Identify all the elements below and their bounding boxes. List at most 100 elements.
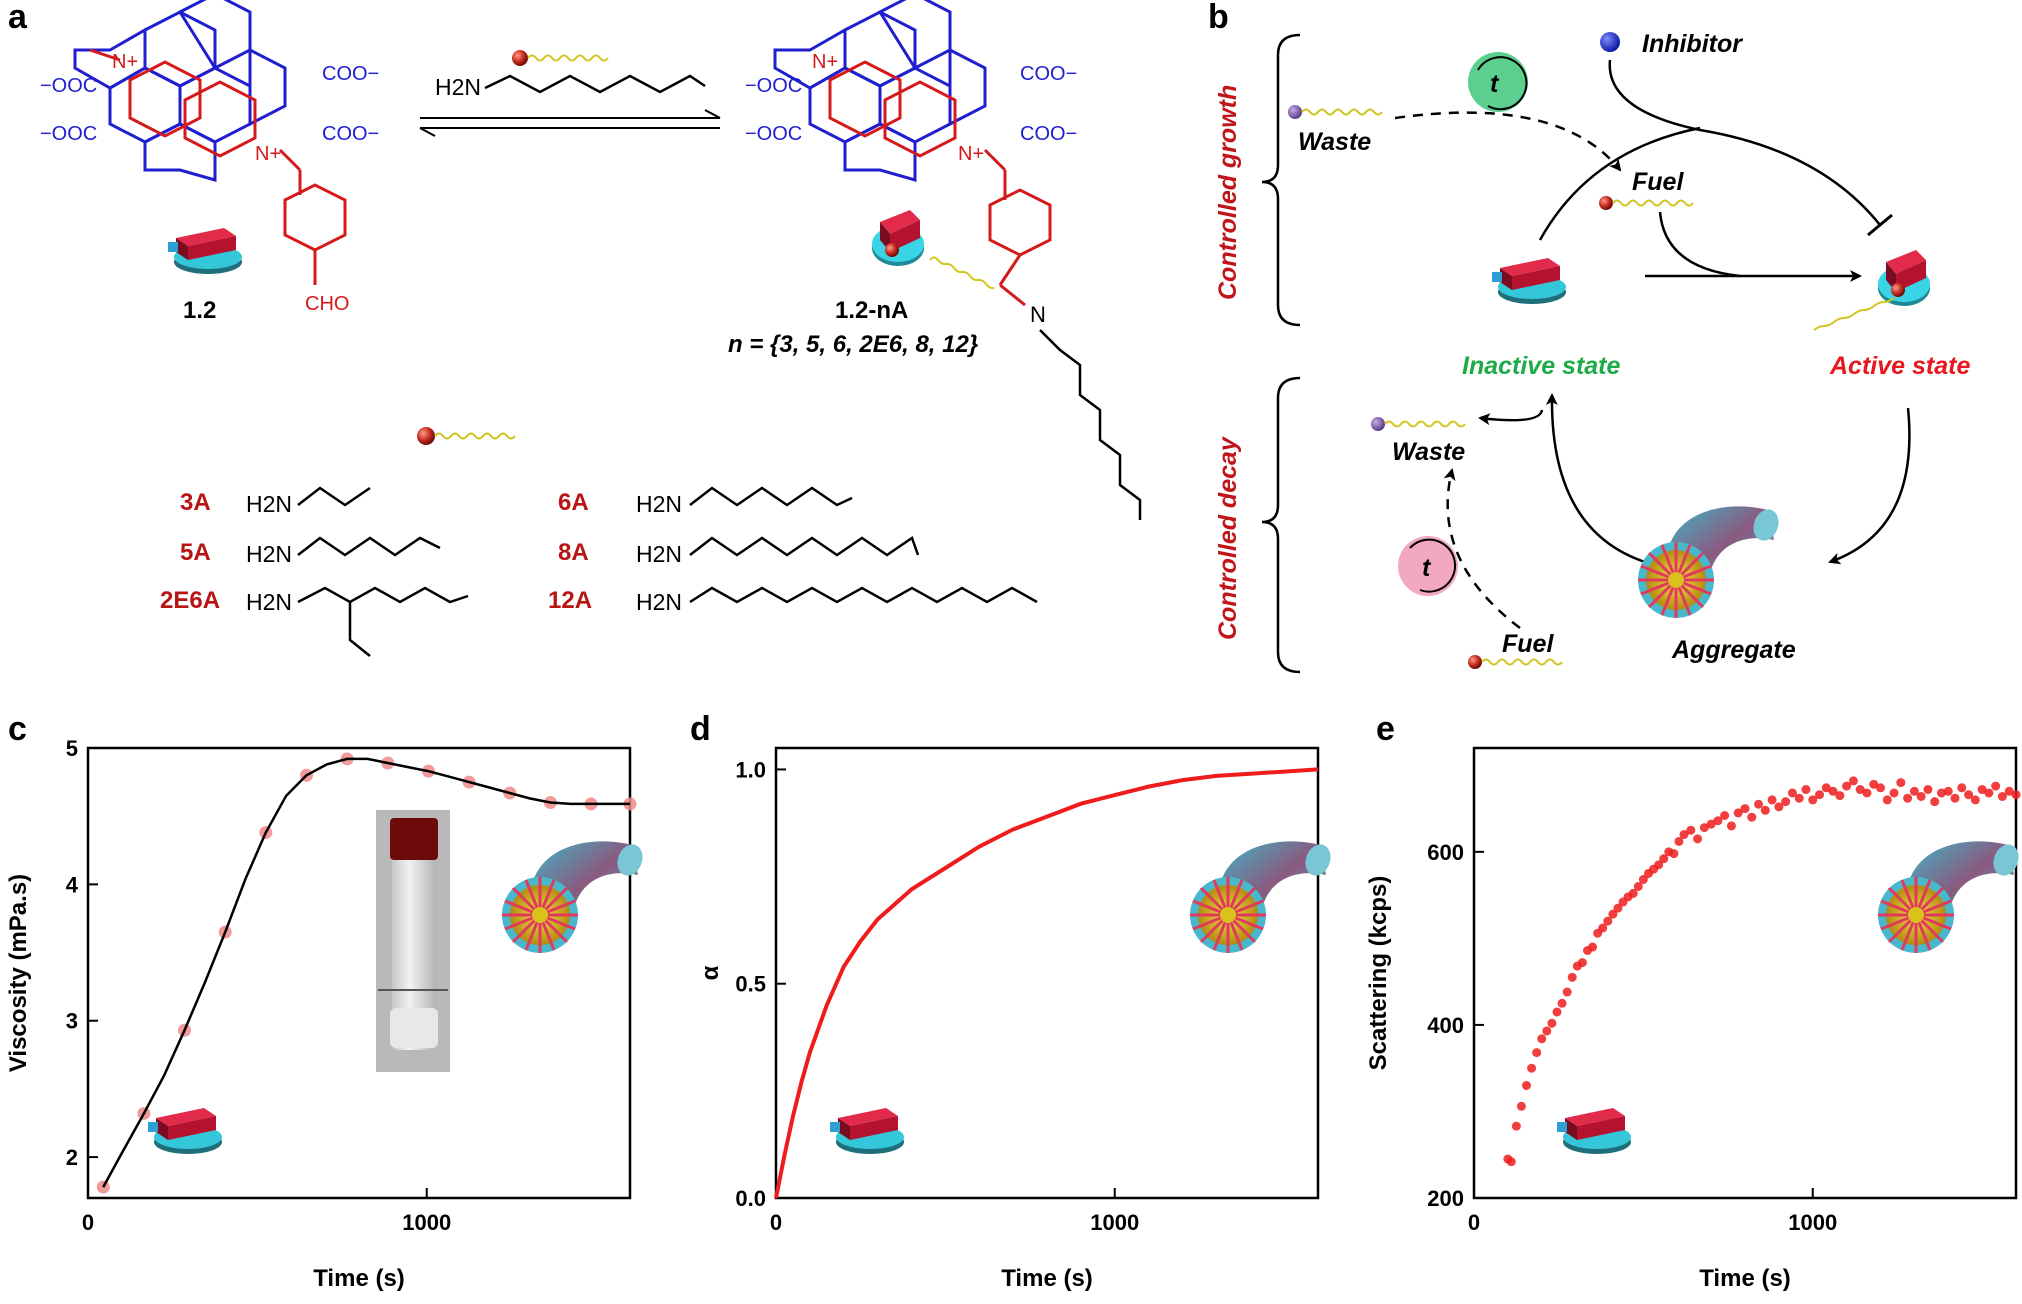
- data-point: [1767, 795, 1777, 805]
- amine-ball-icon-2: [417, 427, 435, 445]
- data-point: [1706, 819, 1716, 829]
- x-tick-label: 0: [770, 1210, 782, 1235]
- cooh-left-bottom: −OOC: [40, 123, 97, 145]
- amine-ball-icon: [512, 50, 528, 66]
- x-tick-label: 1000: [1090, 1210, 1139, 1235]
- data-point: [1964, 790, 1974, 800]
- y-tick-label: 2: [66, 1145, 78, 1170]
- fuel-bottom-label: Fuel: [1502, 630, 1554, 658]
- compound-1-2-structure: N+ N+ −OOC −OOC COO− COO− CHO 1.2: [40, 0, 379, 324]
- data-point: [1720, 811, 1730, 820]
- amine-h2n-6a: H2N: [636, 491, 682, 517]
- data-point: [1557, 998, 1567, 1008]
- data-point: [1527, 1063, 1537, 1073]
- data-point: [1794, 793, 1804, 803]
- data-point: [1522, 1081, 1532, 1090]
- data-point: [1923, 785, 1933, 795]
- amine-code-2e6a: 2E6A: [160, 587, 220, 614]
- imine-n-label: N: [1030, 302, 1046, 327]
- monomer-icon-d: [830, 1108, 904, 1154]
- series-line: [774, 767, 1319, 1199]
- data-point: [1598, 923, 1608, 933]
- cooh-right-bottom: COO−: [322, 123, 379, 145]
- timer-top-icon: [1468, 52, 1528, 112]
- data-point: [1577, 958, 1587, 968]
- amine-code-5a: 5A: [180, 539, 211, 566]
- inhibitor-label: Inhibitor: [1642, 30, 1743, 58]
- x-axis-label: Time (s): [1699, 1265, 1791, 1292]
- cooh-right-top-product: COO−: [1020, 63, 1077, 85]
- panel-letter-c: c: [8, 710, 27, 748]
- data-point: [1754, 799, 1764, 809]
- controlled-decay-label: Controlled decay: [1214, 436, 1242, 640]
- compound-product-label: 1.2-nA: [835, 297, 908, 324]
- y-tick-label: 400: [1427, 1013, 1464, 1038]
- data-point: [1930, 797, 1940, 807]
- panel-a: a N+ N+ −OOC: [8, 0, 1142, 657]
- tube-icon-d: [1188, 839, 1337, 955]
- data-point: [1537, 1034, 1547, 1044]
- data-point: [1613, 903, 1623, 913]
- data-point: [1733, 808, 1743, 818]
- data-point: [1876, 783, 1885, 793]
- active-state-label: Active state: [1829, 352, 1970, 380]
- brace-growth: [1261, 33, 1301, 327]
- x-tick-label: 1000: [1788, 1210, 1837, 1235]
- waste-ball-icon: [1288, 105, 1302, 119]
- vial-photo-inset: [376, 810, 450, 1072]
- data-point: [1532, 1048, 1542, 1058]
- amine-code-12a: 12A: [548, 587, 592, 614]
- data-point: [1567, 972, 1577, 982]
- y-tick-label: 3: [66, 1009, 78, 1034]
- data-point: [1997, 791, 2007, 801]
- y-axis-label: Viscosity (mPa.s): [5, 874, 32, 1072]
- data-point: [1638, 875, 1648, 885]
- data-point: [1842, 781, 1852, 791]
- data-point: [1659, 854, 1669, 864]
- y-tick-label: 5: [66, 736, 78, 761]
- data-point: [1760, 805, 1770, 815]
- data-point: [1991, 781, 2001, 791]
- brace-decay: [1261, 376, 1301, 674]
- amine-code-8a: 8A: [558, 539, 589, 566]
- y-tick-label: 4: [66, 872, 79, 897]
- reagent-h2n: H2N: [435, 74, 481, 100]
- fit-line: [102, 757, 630, 1188]
- product-n-list: n = {3, 5, 6, 2E6, 8, 12}: [728, 331, 978, 358]
- tube-icon-e: [1876, 839, 2022, 955]
- data-point: [1679, 830, 1689, 840]
- data-point: [1903, 793, 1913, 803]
- data-point: [2011, 790, 2021, 800]
- panel-letter-b: b: [1208, 0, 1229, 36]
- panel-letter-d: d: [690, 710, 711, 748]
- data-point: [1909, 786, 1919, 796]
- data-point: [1781, 797, 1791, 807]
- x-axis-label: Time (s): [1001, 1265, 1093, 1292]
- monomer-icon-c: [148, 1108, 222, 1154]
- data-point: [1943, 786, 1953, 796]
- amine-list: 3A H2N 5A H2N 2E6A H2N 6A H2N 8A H2N 12A…: [160, 427, 1038, 657]
- aggregate-label: Aggregate: [1671, 636, 1796, 664]
- data-point: [1821, 783, 1831, 793]
- data-point: [2004, 786, 2014, 796]
- fuel-top-label: Fuel: [1632, 168, 1684, 196]
- cooh-right-top: COO−: [322, 63, 379, 85]
- amine-h2n-12a: H2N: [636, 589, 682, 615]
- cooh-left-bottom-product: −OOC: [745, 123, 802, 145]
- data-point: [1869, 779, 1879, 789]
- plot-frame: [1472, 746, 2018, 1200]
- y-axis-label: Scattering (kcps): [1365, 876, 1392, 1071]
- amine-h2n-3a: H2N: [246, 491, 292, 517]
- data-point: [1516, 1101, 1526, 1111]
- plot-frame: [774, 746, 1320, 1200]
- data-point: [1726, 821, 1736, 831]
- data-point: [1669, 849, 1679, 859]
- active-monomer-icon: [872, 210, 924, 266]
- data-point: [1542, 1026, 1552, 1036]
- data-point: [1936, 788, 1946, 798]
- data-point: [1562, 987, 1572, 997]
- data-point: [1808, 795, 1818, 805]
